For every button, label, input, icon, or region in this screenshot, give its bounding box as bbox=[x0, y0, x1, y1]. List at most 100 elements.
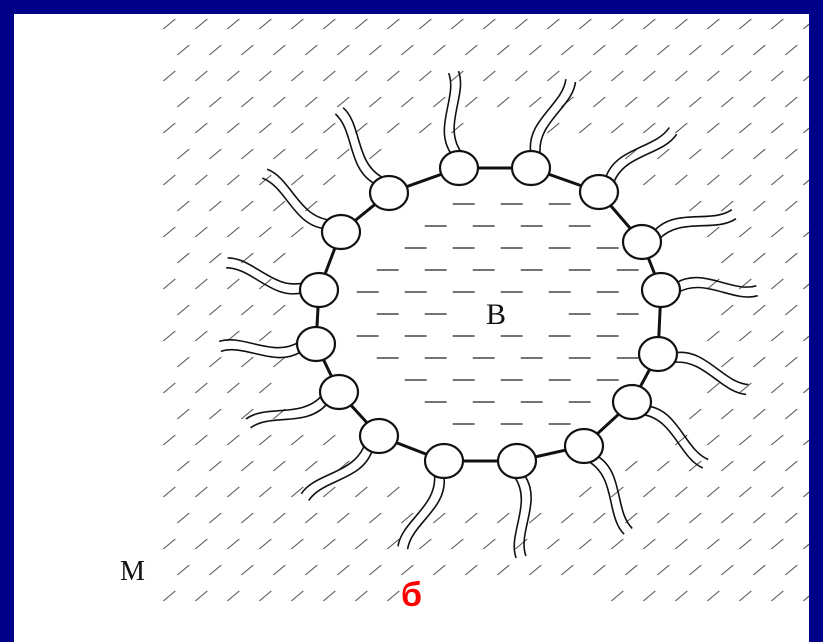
medium-dash bbox=[785, 461, 797, 471]
medium-dash bbox=[291, 227, 303, 237]
medium-dash bbox=[291, 19, 303, 29]
medium-dash bbox=[707, 383, 719, 393]
medium-dash bbox=[803, 175, 809, 185]
medium-dash bbox=[707, 71, 719, 81]
medium-dash bbox=[785, 305, 797, 315]
medium-dash bbox=[259, 383, 271, 393]
medium-dash bbox=[305, 513, 317, 523]
medium-dash bbox=[707, 19, 719, 29]
tail-line bbox=[659, 219, 736, 240]
medium-dash bbox=[547, 539, 559, 549]
medium-dash bbox=[227, 19, 239, 29]
medium-dash bbox=[163, 279, 175, 289]
medium-dash bbox=[785, 513, 797, 523]
medium-dash bbox=[707, 331, 719, 341]
tail-line bbox=[251, 404, 328, 428]
medium-dash bbox=[753, 97, 765, 107]
medium-dash bbox=[209, 409, 221, 419]
medium-dash bbox=[753, 305, 765, 315]
medium-dash bbox=[707, 487, 719, 497]
medium-dash bbox=[323, 19, 335, 29]
medium-dash bbox=[643, 539, 655, 549]
medium-dash bbox=[195, 487, 207, 497]
medium-dash bbox=[387, 71, 399, 81]
medium-dash bbox=[163, 435, 175, 445]
medium-dash bbox=[273, 253, 285, 263]
medium-dash bbox=[291, 487, 303, 497]
medium-dash bbox=[241, 565, 253, 575]
medium-dash bbox=[241, 357, 253, 367]
medium-dash bbox=[163, 71, 175, 81]
medium-dash bbox=[337, 565, 349, 575]
tail-line bbox=[675, 352, 749, 384]
medium-dash bbox=[273, 45, 285, 55]
core-label: В bbox=[486, 298, 506, 331]
medium-dash bbox=[259, 71, 271, 81]
medium-dash bbox=[593, 45, 605, 55]
medium-dash bbox=[241, 149, 253, 159]
medium-dash bbox=[561, 565, 573, 575]
medium-dash bbox=[657, 461, 669, 471]
tail-line bbox=[219, 340, 299, 348]
medium-dash bbox=[433, 97, 445, 107]
medium-dash bbox=[483, 539, 495, 549]
medium-dash bbox=[561, 513, 573, 523]
medium-dash bbox=[163, 539, 175, 549]
medium-dash bbox=[643, 19, 655, 29]
medium-dash bbox=[739, 71, 751, 81]
medium-dash bbox=[579, 487, 591, 497]
medium-dash bbox=[803, 123, 809, 133]
medium-dash bbox=[419, 71, 431, 81]
medium-dash bbox=[465, 97, 477, 107]
tail-line bbox=[514, 478, 521, 558]
medium-dash bbox=[579, 539, 591, 549]
medium-dash bbox=[753, 409, 765, 419]
medium-dash bbox=[177, 253, 189, 263]
medium-dash bbox=[305, 565, 317, 575]
medium-dash bbox=[771, 175, 783, 185]
polar-head bbox=[360, 419, 398, 453]
medium-dash bbox=[707, 539, 719, 549]
medium-dash bbox=[785, 409, 797, 419]
medium-dash bbox=[241, 45, 253, 55]
medium-dash bbox=[305, 97, 317, 107]
medium-dash bbox=[451, 19, 463, 29]
medium-dash bbox=[227, 227, 239, 237]
medium-dash bbox=[305, 149, 317, 159]
medium-dash bbox=[323, 175, 335, 185]
medium-dash bbox=[323, 539, 335, 549]
medium-dash bbox=[355, 487, 367, 497]
polar-head bbox=[565, 429, 603, 463]
medium-dash bbox=[689, 45, 701, 55]
medium-dash bbox=[721, 253, 733, 263]
medium-dash bbox=[465, 565, 477, 575]
medium-dash bbox=[337, 149, 349, 159]
medium-dash bbox=[803, 435, 809, 445]
medium-dash bbox=[675, 19, 687, 29]
medium-dash bbox=[803, 383, 809, 393]
medium-dash bbox=[241, 305, 253, 315]
medium-dash bbox=[163, 175, 175, 185]
medium-dash bbox=[401, 565, 413, 575]
medium-dash bbox=[209, 305, 221, 315]
medium-dash bbox=[753, 513, 765, 523]
medium-dash bbox=[209, 45, 221, 55]
medium-dash bbox=[739, 487, 751, 497]
medium-dash bbox=[529, 97, 541, 107]
medium-dash bbox=[433, 565, 445, 575]
medium-dash bbox=[195, 435, 207, 445]
medium-dash bbox=[547, 19, 559, 29]
medium-dash bbox=[753, 357, 765, 367]
medium-dash bbox=[337, 97, 349, 107]
medium-dash bbox=[163, 19, 175, 29]
medium-dash bbox=[465, 45, 477, 55]
medium-dash bbox=[401, 97, 413, 107]
medium-dash bbox=[209, 253, 221, 263]
medium-dash bbox=[753, 201, 765, 211]
medium-dash bbox=[369, 149, 381, 159]
medium-dash bbox=[273, 97, 285, 107]
medium-dash bbox=[227, 175, 239, 185]
medium-dash bbox=[529, 45, 541, 55]
medium-dash bbox=[771, 227, 783, 237]
polar-head bbox=[300, 273, 338, 307]
